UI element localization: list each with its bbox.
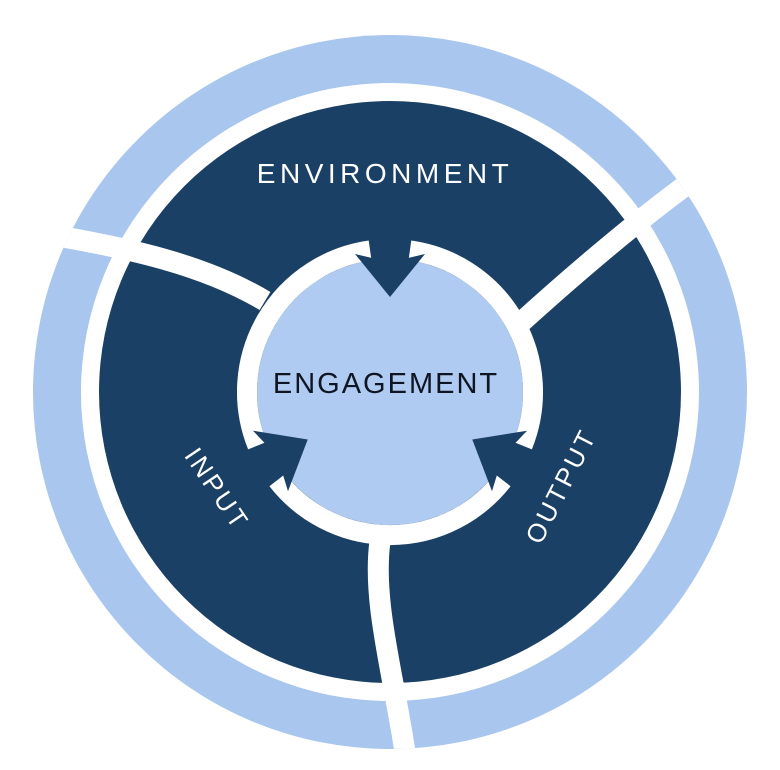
- arrow-bottom-left-icon: [229, 430, 308, 496]
- inner-ring-arc-upper-left: [237, 240, 372, 450]
- divider-bottom: [367, 539, 416, 749]
- center-engagement-label: ENGAGEMENT: [273, 368, 499, 400]
- cycle-arrows: [229, 217, 551, 496]
- inner-ring-arc-upper-right: [408, 240, 543, 450]
- inner-ring-arc-bottom: [269, 473, 511, 545]
- arrow-bottom-right-icon: [472, 430, 551, 496]
- environment-segment-label: ENVIRONMENT: [257, 158, 513, 189]
- arrow-top-icon: [355, 217, 425, 297]
- center-circle: [257, 259, 523, 525]
- divider-upper-left: [38, 222, 271, 311]
- inner-ring-arcs: [237, 240, 543, 545]
